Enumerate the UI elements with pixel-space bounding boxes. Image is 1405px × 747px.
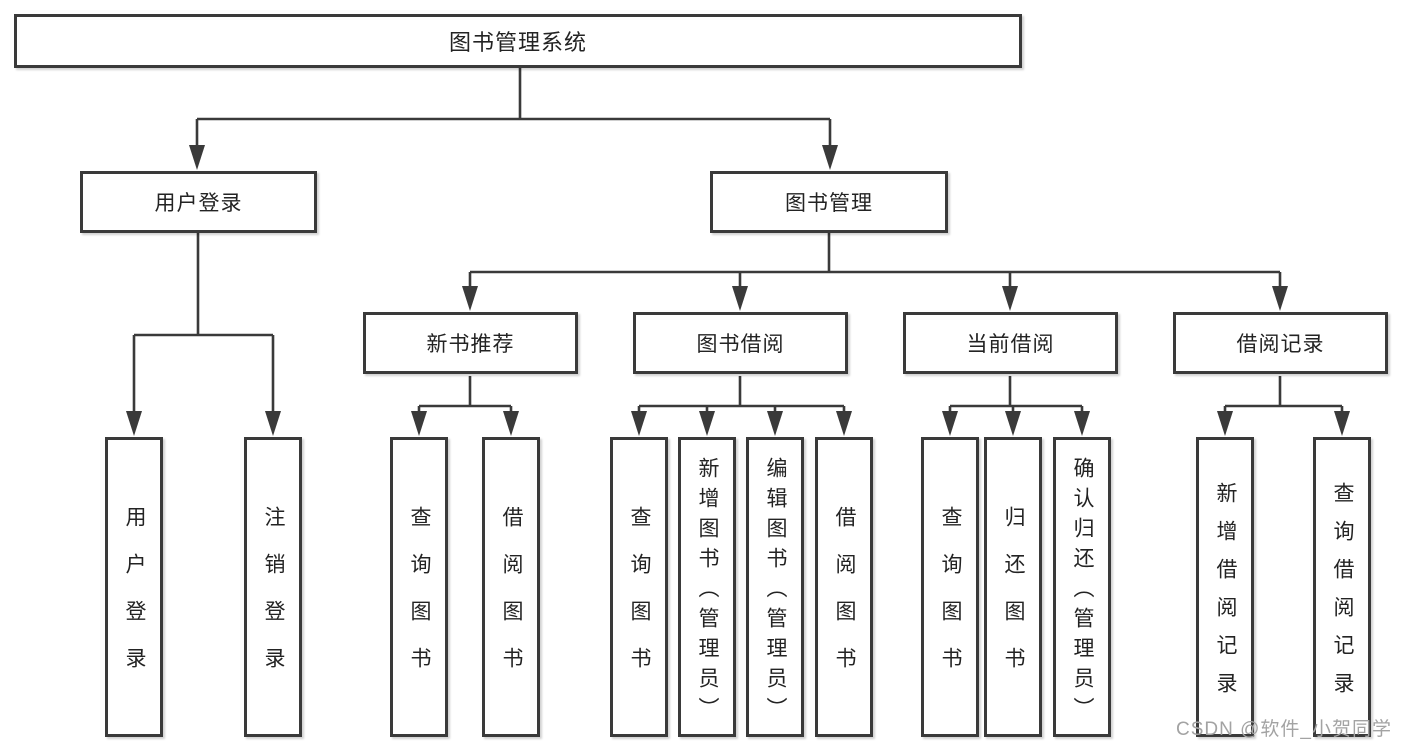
node-book-management: 图书管理 <box>710 171 948 233</box>
arrow-down-icon <box>1005 411 1021 436</box>
leaf-borrow-book-recommend: 借阅图书 <box>482 437 540 737</box>
arrow-down-icon <box>411 411 427 436</box>
leaf-add-borrow-record: 新增借阅记录 <box>1196 437 1254 737</box>
leaf-add-book-admin: 新增图书（管理员） <box>678 437 736 737</box>
arrow-down-icon <box>836 411 852 436</box>
arrow-down-icon <box>942 411 958 436</box>
arrow-down-icon <box>189 145 205 170</box>
leaf-query-book-current: 查询图书 <box>921 437 979 737</box>
arrow-down-icon <box>1272 286 1288 311</box>
arrow-down-icon <box>265 411 281 436</box>
arrow-down-icon <box>503 411 519 436</box>
arrow-down-icon <box>732 286 748 311</box>
arrow-down-icon <box>1074 411 1090 436</box>
leaf-user-login: 用户登录 <box>105 437 163 737</box>
arrow-down-icon <box>1334 411 1350 436</box>
leaf-borrow-book: 借阅图书 <box>815 437 873 737</box>
arrow-down-icon <box>699 411 715 436</box>
connector-borrow-record-children <box>1223 376 1344 416</box>
arrow-down-icon <box>1217 411 1233 436</box>
connector-root-to-level2 <box>195 68 832 150</box>
connector-user-login-children <box>132 233 275 416</box>
leaf-query-book-borrow: 查询图书 <box>610 437 668 737</box>
arrow-down-icon <box>1002 286 1018 311</box>
arrow-down-icon <box>631 411 647 436</box>
arrow-down-icon <box>126 411 142 436</box>
connector-new-book-children <box>417 376 513 416</box>
arrowheads <box>126 145 1350 436</box>
leaf-edit-book-admin: 编辑图书（管理员） <box>746 437 804 737</box>
csdn-watermark: CSDN @软件_小贺同学 <box>1176 719 1392 740</box>
arrow-down-icon <box>462 286 478 311</box>
connector-current-borrow-children <box>948 376 1084 416</box>
leaf-query-book-recommend: 查询图书 <box>390 437 448 737</box>
connector-book-borrow-children <box>637 376 846 416</box>
leaf-query-borrow-record: 查询借阅记录 <box>1313 437 1371 737</box>
arrow-down-icon <box>767 411 783 436</box>
node-new-book-recommend: 新书推荐 <box>363 312 578 374</box>
node-user-login: 用户登录 <box>80 171 317 233</box>
leaf-confirm-return-admin: 确认归还（管理员） <box>1053 437 1111 737</box>
connector-book-mgmt-to-level3 <box>468 233 1282 292</box>
node-current-borrow: 当前借阅 <box>903 312 1118 374</box>
arrow-down-icon <box>822 145 838 170</box>
leaf-logout-login: 注销登录 <box>244 437 302 737</box>
node-book-borrow: 图书借阅 <box>633 312 848 374</box>
node-library-management-system: 图书管理系统 <box>14 14 1022 68</box>
leaf-return-book: 归还图书 <box>984 437 1042 737</box>
node-borrow-record: 借阅记录 <box>1173 312 1388 374</box>
